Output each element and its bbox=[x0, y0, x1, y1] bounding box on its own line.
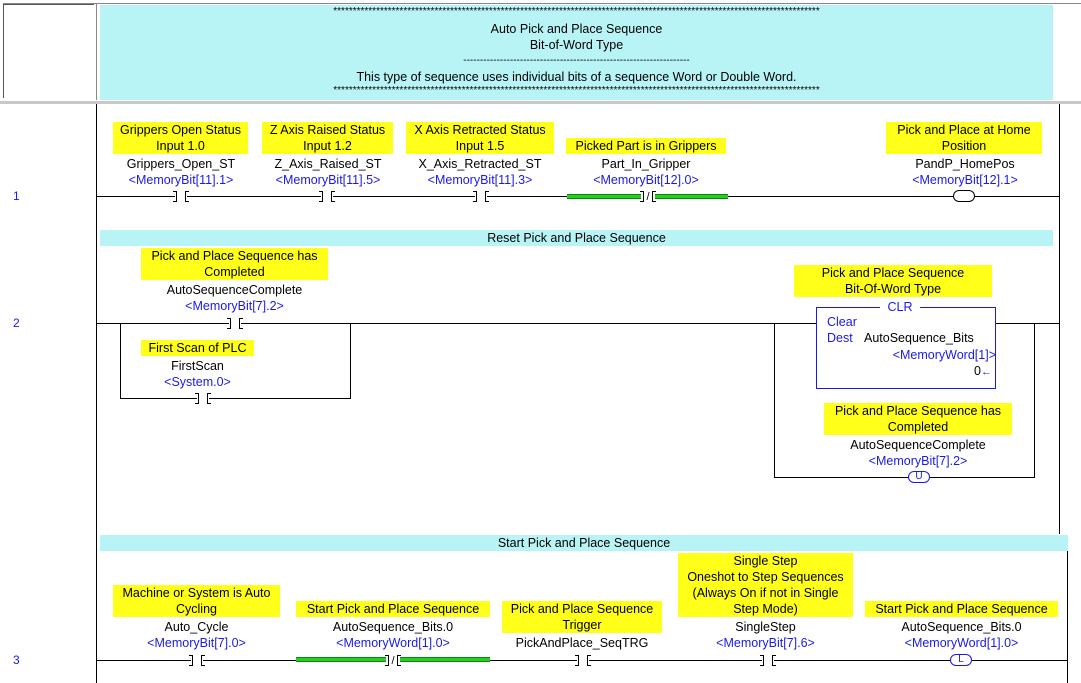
right-power-rail-lower bbox=[1067, 550, 1068, 683]
latch-coil-icon[interactable]: L bbox=[950, 654, 972, 666]
contact-no-icon[interactable] bbox=[760, 655, 776, 666]
nc-slash: / bbox=[646, 191, 650, 203]
rung1-address-2: <MemoryBit[11].5> bbox=[275, 173, 381, 187]
header-comment bbox=[100, 5, 1053, 100]
contact-no-icon[interactable] bbox=[575, 655, 591, 666]
header-subtitle: Bit-of-Word Type bbox=[529, 38, 624, 52]
rung2-tag-2: FirstScan bbox=[171, 359, 224, 373]
branch-wire bbox=[120, 398, 351, 399]
rung2-comment-2: First Scan of PLC bbox=[141, 340, 254, 356]
rung2-wire bbox=[97, 323, 1059, 324]
rung2-address-2: <System.0> bbox=[164, 375, 231, 389]
rung3-tag-4: SingleStep bbox=[735, 620, 796, 634]
powerflow-highlight bbox=[567, 194, 641, 199]
rung3-comment-3: Pick and Place Sequence Trigger bbox=[502, 601, 662, 633]
rung3-address-1: <MemoryBit[7].0> bbox=[147, 636, 246, 650]
rung3-address-5: <MemoryWord[1].0> bbox=[904, 636, 1019, 650]
branch-left bbox=[120, 323, 121, 399]
rung3-tag-2: AutoSequence_Bits.0 bbox=[332, 620, 454, 634]
rung2-coil-comment: Pick and Place Sequence has Completed bbox=[824, 403, 1012, 435]
rung2-title-band: Reset Pick and Place Sequence bbox=[100, 230, 1053, 246]
rung1-tag-5: PandP_HomePos bbox=[915, 157, 1015, 171]
rung1-tag-1: Grippers_Open_ST bbox=[126, 157, 236, 171]
unlatch-coil-icon[interactable]: U bbox=[908, 471, 930, 483]
output-branch-wire bbox=[774, 477, 1035, 478]
rung-number-1: 1 bbox=[13, 189, 20, 203]
clr-dest-address: <MemoryWord[1]> bbox=[892, 348, 996, 362]
rung2-comment-1: Pick and Place Sequence has Completed bbox=[141, 248, 328, 280]
powerflow-highlight bbox=[655, 194, 728, 199]
rung3-tag-1: Auto_Cycle bbox=[164, 620, 229, 634]
rung3-comment-5: Start Pick and Place Sequence bbox=[865, 601, 1058, 617]
header-dashes: ----------------------------------------… bbox=[463, 55, 690, 66]
rung1-tag-4: Part_In_Gripper bbox=[601, 157, 691, 171]
rung3-address-2: <MemoryWord[1].0> bbox=[336, 636, 450, 650]
header-description: This type of sequence uses individual bi… bbox=[356, 70, 797, 84]
right-power-rail bbox=[1059, 104, 1060, 534]
rung-number-2: 2 bbox=[13, 316, 20, 330]
rung1-address-4: <MemoryBit[12].0> bbox=[593, 173, 699, 187]
rung1-comment-2: Z Axis Raised Status Input 1.2 bbox=[262, 122, 393, 154]
rung3-comment-4: Single Step Oneshot to Step Sequences (A… bbox=[678, 553, 853, 617]
rung1-address-5: <MemoryBit[12].1> bbox=[912, 173, 1018, 187]
left-rail-header bbox=[96, 4, 97, 100]
rung3-tag-5: AutoSequence_Bits.0 bbox=[901, 620, 1022, 634]
powerflow-highlight bbox=[296, 657, 386, 662]
contact-no-icon[interactable] bbox=[189, 655, 205, 666]
clr-label-dest: Dest bbox=[827, 331, 853, 345]
header-divider bbox=[0, 101, 1081, 104]
coil-icon[interactable] bbox=[953, 190, 975, 202]
rung3-tag-3: PickAndPlace_SeqTRG bbox=[515, 636, 649, 650]
output-branch-left bbox=[774, 323, 775, 478]
rung1-address-3: <MemoryBit[11].3> bbox=[427, 173, 533, 187]
rung-number-3: 3 bbox=[13, 653, 20, 667]
contact-no-icon[interactable] bbox=[195, 393, 211, 404]
contact-no-icon[interactable] bbox=[173, 191, 189, 202]
contact-no-icon[interactable] bbox=[319, 191, 335, 202]
rung1-address-1: <MemoryBit[11].1> bbox=[128, 173, 234, 187]
rung1-tag-2: Z_Axis_Raised_ST bbox=[274, 157, 382, 171]
rung2-coil-tag: AutoSequenceComplete bbox=[850, 438, 986, 452]
contact-no-icon[interactable] bbox=[227, 318, 243, 329]
rung1-tag-3: X_Axis_Retracted_ST bbox=[418, 157, 542, 171]
arrow-left-icon: ← bbox=[981, 366, 992, 378]
rung3-comment-1: Machine or System is Auto Cycling bbox=[113, 585, 280, 617]
header-gutter-box bbox=[3, 4, 94, 98]
clr-value: 0← bbox=[974, 364, 992, 378]
branch-right bbox=[350, 323, 351, 399]
header-stars-bottom: ****************************************… bbox=[333, 85, 820, 96]
contact-nc-icon[interactable] bbox=[385, 655, 401, 666]
header-title: Auto Pick and Place Sequence bbox=[490, 22, 663, 36]
header-stars: ****************************************… bbox=[333, 6, 820, 17]
clr-dest-tag: AutoSequence_Bits bbox=[864, 331, 974, 345]
rung2-tag-1: AutoSequenceComplete bbox=[166, 283, 303, 297]
rung2-coil-address: <MemoryBit[7].2> bbox=[868, 454, 968, 468]
rung3-comment-2: Start Pick and Place Sequence bbox=[296, 601, 490, 617]
rung2-address-1: <MemoryBit[7].2> bbox=[185, 299, 284, 313]
rung1-comment-4: Picked Part is in Grippers bbox=[566, 138, 726, 154]
rung1-comment-3: X Axis Retracted Status Input 1.5 bbox=[406, 122, 554, 154]
powerflow-highlight bbox=[400, 657, 490, 662]
clr-title: CLR bbox=[880, 299, 920, 315]
top-border bbox=[3, 3, 1081, 4]
rung1-comment-5: Pick and Place at Home Position bbox=[886, 122, 1042, 154]
rung2-clr-comment: Pick and Place Sequence Bit-Of-Word Type bbox=[794, 265, 992, 297]
clr-label-clear: Clear bbox=[827, 315, 857, 329]
contact-nc-icon[interactable] bbox=[640, 191, 656, 202]
rung3-address-4: <MemoryBit[7].6> bbox=[716, 636, 815, 650]
rung3-title-band: Start Pick and Place Sequence bbox=[100, 535, 1068, 551]
output-branch-right bbox=[1034, 323, 1035, 478]
left-power-rail bbox=[96, 104, 97, 683]
left-gutter bbox=[0, 0, 96, 683]
contact-no-icon[interactable] bbox=[473, 191, 489, 202]
rung1-comment-1: Grippers Open Status Input 1.0 bbox=[113, 122, 248, 154]
nc-slash: / bbox=[391, 655, 395, 667]
